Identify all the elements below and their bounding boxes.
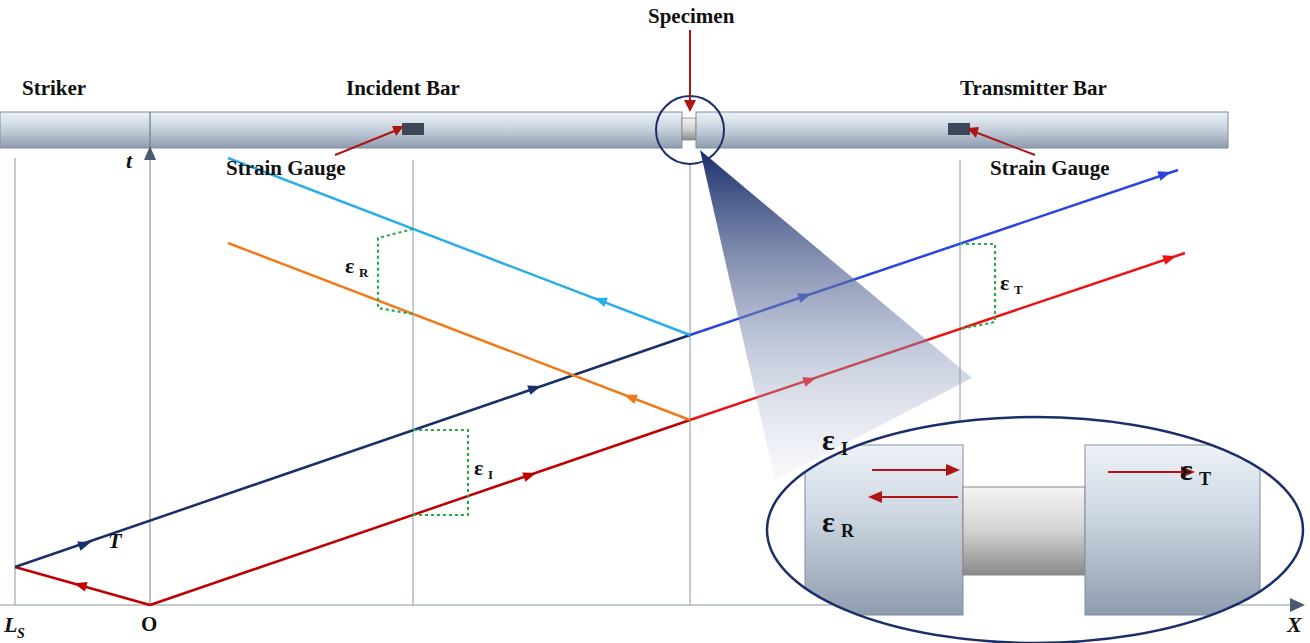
arrowhead (522, 472, 536, 481)
arrowhead (527, 385, 541, 394)
signal-name: R (841, 522, 854, 540)
part-name: Striker (22, 78, 86, 99)
arrowhead (1157, 171, 1171, 180)
part-name: Incident Bar (346, 78, 460, 99)
axis-label: S (17, 627, 25, 641)
signal-name: R (359, 266, 368, 279)
signal-name: ε (1180, 455, 1193, 485)
signal-name: T (1014, 283, 1023, 296)
arrowhead (77, 541, 91, 550)
signal-name: ε (1000, 272, 1009, 294)
signal-name: ε (345, 255, 354, 277)
signal-name: T (1199, 470, 1211, 488)
signal-name: I (841, 440, 848, 458)
axis-label: X (1287, 614, 1302, 636)
part-name: Transmitter Bar (960, 78, 1107, 99)
part-name: Strain Gauge (990, 158, 1110, 179)
arrowhead (594, 298, 608, 307)
arrowhead (1162, 255, 1176, 264)
arrowhead (624, 395, 638, 404)
signal-name: ε (822, 507, 835, 537)
axis-label: t (126, 150, 132, 172)
arrowhead (74, 582, 88, 592)
axis-label: O (141, 614, 157, 635)
point-label: T (108, 530, 121, 552)
signal-name: ε (474, 457, 483, 479)
signal-name: I (488, 468, 493, 481)
signal-name: ε (822, 425, 835, 455)
part-name: Strain Gauge (226, 158, 346, 179)
axis-label: L (4, 614, 17, 636)
part-name: Specimen (648, 6, 734, 27)
